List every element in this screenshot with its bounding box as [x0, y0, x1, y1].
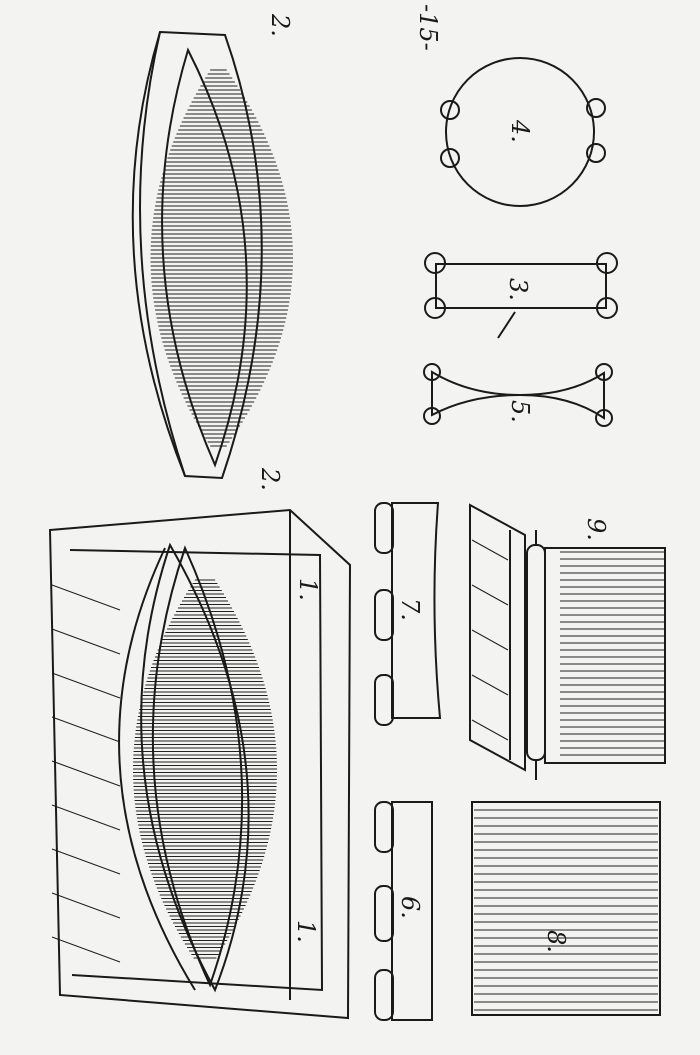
hatch-line: [51, 672, 121, 699]
figure-label: 8.: [542, 930, 570, 953]
figure-6-strip: [374, 801, 433, 1021]
hatch-line: [471, 539, 509, 561]
hatch-line: [471, 629, 509, 651]
page-number: -15-: [414, 4, 442, 51]
hatch-line: [51, 584, 121, 611]
figure-8-panel: [471, 801, 661, 1016]
figure-label: 2.: [266, 13, 294, 37]
hatch-line: [51, 716, 121, 743]
figure-label: 9.: [582, 518, 610, 541]
figure-label: 6.: [396, 896, 424, 919]
figure-label: 3.: [504, 278, 532, 301]
figure-label: 1.: [294, 578, 322, 601]
hatch-line: [471, 719, 509, 741]
figure-label: 1.: [292, 920, 320, 943]
hatch-line: [51, 936, 121, 963]
hatch-line: [51, 628, 121, 655]
figure-9-panel: [469, 503, 666, 780]
hatch-line: [51, 848, 121, 875]
figure-label: 4.: [506, 119, 534, 143]
hatch-line: [51, 804, 121, 831]
hatch-line: [471, 674, 509, 696]
hatch-line: [51, 760, 121, 787]
figure-2-boat-top: [131, 30, 263, 480]
figure-4-circle: [440, 57, 606, 207]
figure-5-shape: [423, 363, 613, 427]
figure-7-strip: [374, 502, 442, 726]
hatch-line: [51, 892, 121, 919]
figure-label: 5.: [506, 400, 534, 423]
figure-3-rectangle: [424, 252, 618, 339]
hatch-line: [471, 584, 509, 606]
figure-1-frame: [48, 508, 352, 1020]
figure-label: 2.: [256, 467, 284, 491]
figure-label: 7.: [396, 598, 424, 621]
hatching: [51, 69, 664, 1011]
